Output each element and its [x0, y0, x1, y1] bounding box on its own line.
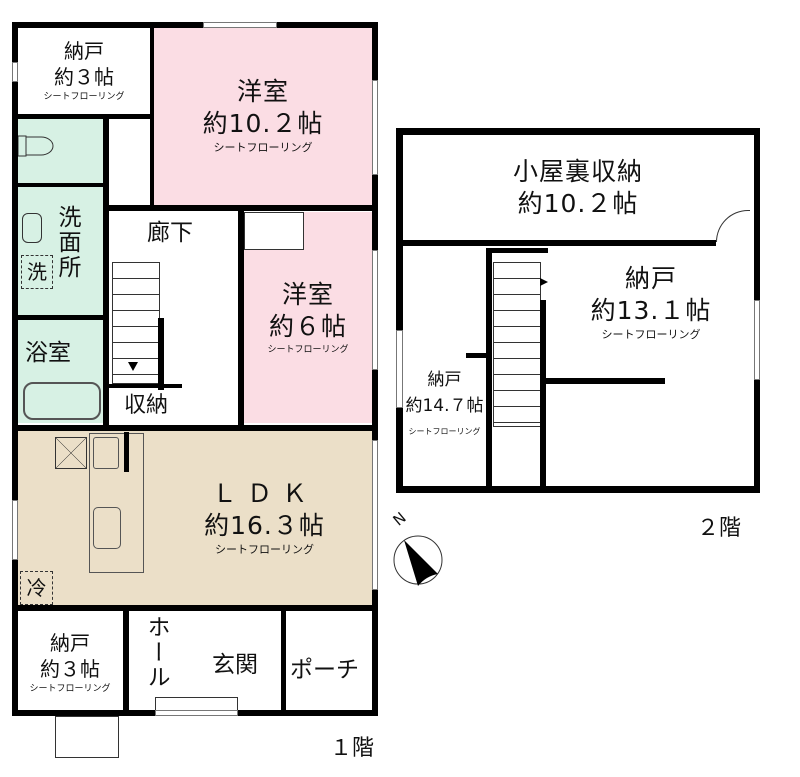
window [203, 22, 277, 28]
window [372, 440, 378, 590]
stair-arrow-icon [540, 278, 548, 286]
room-name: 納戸 [50, 630, 90, 655]
wall [540, 378, 665, 384]
room-flooring: シートフローリング [408, 427, 481, 436]
compass-north-label: N [389, 508, 410, 530]
sink-icon [93, 507, 121, 549]
wall [488, 248, 548, 253]
room-flooring: シートフローリング [213, 141, 313, 154]
room-size: 約10.２帖 [517, 189, 639, 218]
room-size: 約10.２帖 [202, 109, 324, 138]
room-name: 小屋裏収納 [512, 157, 643, 186]
room-size: 約６帖 [268, 311, 347, 341]
room-name: 浴室 [25, 340, 71, 366]
wall [281, 608, 286, 716]
window [12, 62, 18, 82]
compass-arrow-icon [393, 535, 443, 586]
room-hallway: 廊下 [110, 210, 240, 390]
room-flooring: シートフローリング [215, 543, 314, 556]
closet-western-small [244, 212, 304, 250]
wall [12, 183, 106, 187]
bathtub-icon [23, 382, 101, 420]
room-nando-bottom: 納戸 約３帖 シートフローリング [17, 614, 123, 711]
wall [158, 318, 164, 390]
wall [123, 608, 129, 716]
washing-machine-space: 洗 [21, 255, 53, 289]
wall [103, 117, 109, 427]
stair-arrow-icon [128, 362, 138, 371]
wall [486, 248, 492, 488]
room-western-large: 洋室 約10.２帖 シートフローリング [154, 27, 372, 205]
entrance-door [155, 710, 238, 716]
window [372, 250, 378, 370]
room-attic-storage: 小屋裏収納 約10.２帖 [402, 136, 754, 240]
compass: N [389, 508, 450, 590]
washbasin-icon [22, 213, 42, 243]
room-name: 洋室 [281, 279, 334, 309]
kitchen-counter [89, 433, 144, 573]
room-size: 約３帖 [54, 64, 114, 89]
room-flooring: シートフローリング [43, 91, 125, 102]
room-size: 約３帖 [40, 656, 100, 681]
floor-1-label: １階 [330, 736, 375, 761]
window [396, 330, 403, 408]
wall [396, 128, 403, 492]
room-name: 納戸 [427, 370, 462, 390]
room-ldk: ＬＤＫ 約16.３帖 シートフローリング [17, 431, 372, 605]
refrigerator-space: 冷 [20, 571, 53, 605]
room-flooring: シートフローリング [601, 328, 701, 341]
floor-1-plan: 納戸 約３帖 シートフローリング 洋室 約10.２帖 シートフローリング 洗面所… [0, 0, 390, 777]
wall [12, 22, 18, 716]
room-hall-label: ホール [143, 615, 169, 690]
wall [540, 300, 546, 488]
room-toilet [17, 119, 103, 184]
window [12, 500, 18, 560]
room-senmenjo-label: 洗面所 [54, 205, 80, 280]
room-genkan-label: 玄関 [212, 652, 258, 678]
room-size: 約14.７帖 [405, 396, 484, 416]
window [372, 80, 378, 175]
room-name: 納戸 [64, 38, 104, 63]
range-hood-icon [55, 437, 87, 469]
room-nando-right: 納戸 約13.１帖 シートフローリング [548, 248, 754, 358]
staircase [493, 262, 541, 427]
floor-2-plan: 小屋裏収納 約10.２帖 納戸 約13.１帖 シートフローリング 納戸 約14.… [390, 0, 800, 600]
wall [150, 28, 154, 208]
wall [396, 128, 760, 135]
wall [466, 353, 488, 358]
room-name: ＬＤＫ [211, 479, 317, 508]
room-size: 約13.１帖 [590, 296, 712, 325]
wall [12, 425, 378, 431]
room-flooring: シートフローリング [267, 344, 349, 355]
wall [106, 384, 182, 388]
room-name: 収納 [123, 393, 168, 418]
window [754, 300, 760, 380]
room-size: 約16.３帖 [204, 511, 325, 540]
wall [12, 114, 154, 119]
room-name: 納戸 [624, 264, 677, 293]
room-porch-label: ポーチ [290, 657, 359, 683]
room-storage: 収納 [110, 388, 182, 424]
wall [238, 205, 244, 427]
room-western-small: 洋室 約６帖 シートフローリング [244, 212, 372, 423]
wall [12, 605, 378, 611]
room-senmenjo [17, 187, 103, 317]
toilet-icon [17, 135, 54, 157]
room-nando-left: 納戸 約14.７帖 シートフローリング [402, 358, 487, 448]
wall [396, 486, 760, 493]
floor-2-label: ２階 [697, 516, 742, 541]
wall [12, 22, 378, 28]
wall [12, 315, 106, 320]
room-bathroom: 浴室 [17, 320, 103, 423]
back-door-step [55, 716, 119, 758]
room-nando-top: 納戸 約３帖 シートフローリング [17, 27, 151, 114]
stove-icon [93, 437, 119, 469]
wall [124, 432, 129, 472]
wall [396, 240, 716, 246]
room-name: 廊下 [147, 220, 193, 246]
room-flooring: シートフローリング [29, 683, 111, 694]
room-name: 洋室 [236, 77, 289, 106]
